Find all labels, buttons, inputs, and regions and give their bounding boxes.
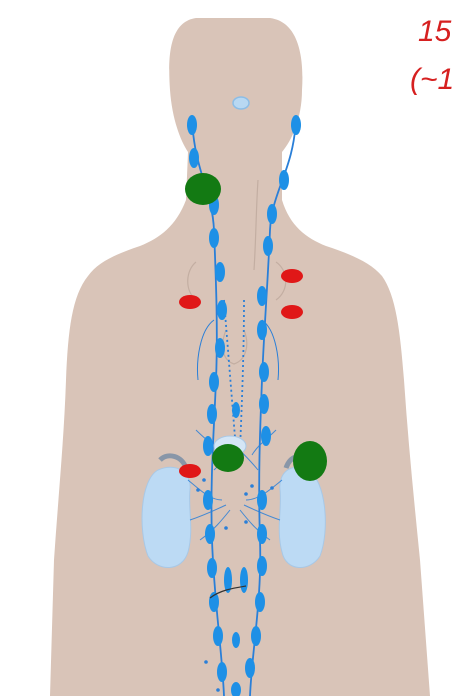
lymph-node	[257, 320, 267, 340]
lymph-node	[215, 338, 225, 358]
lymph-node	[217, 300, 227, 320]
lymph-node	[257, 556, 267, 576]
green-marker	[212, 444, 244, 472]
lymph-node	[251, 626, 261, 646]
lymph-node	[205, 524, 215, 544]
lymph-node	[259, 394, 269, 414]
lymph-node	[209, 372, 219, 392]
lymph-node	[261, 426, 271, 446]
lymph-node	[257, 490, 267, 510]
lymph-node	[232, 402, 240, 418]
lymph-node	[259, 362, 269, 382]
lymph-node	[279, 170, 289, 190]
lymph-node	[203, 436, 213, 456]
lymph-node	[263, 236, 273, 256]
lymph-node	[217, 662, 227, 682]
lymph-node	[257, 286, 267, 306]
lymph-node	[232, 632, 240, 648]
lymph-node	[207, 404, 217, 424]
caption-line-1: 15	[418, 14, 451, 50]
green-marker	[293, 441, 327, 481]
lymph-node	[215, 262, 225, 282]
lymph-node	[213, 626, 223, 646]
caption-line-2: (~1	[410, 62, 454, 98]
lymph-node	[207, 558, 217, 578]
red-marker	[281, 305, 303, 319]
brain-node	[233, 97, 249, 109]
lymph-node	[187, 115, 197, 135]
body-silhouette	[50, 18, 430, 696]
red-marker	[281, 269, 303, 283]
lymph-node	[203, 490, 213, 510]
lymph-node	[189, 148, 199, 168]
red-marker	[179, 295, 201, 309]
lymph-node	[245, 658, 255, 678]
lymph-node	[267, 204, 277, 224]
lymph-node	[209, 228, 219, 248]
lymph-node	[291, 115, 301, 135]
red-marker	[179, 464, 201, 478]
lymph-node	[255, 592, 265, 612]
green-marker	[185, 173, 221, 205]
lymph-node	[240, 567, 248, 593]
lymph-node	[257, 524, 267, 544]
